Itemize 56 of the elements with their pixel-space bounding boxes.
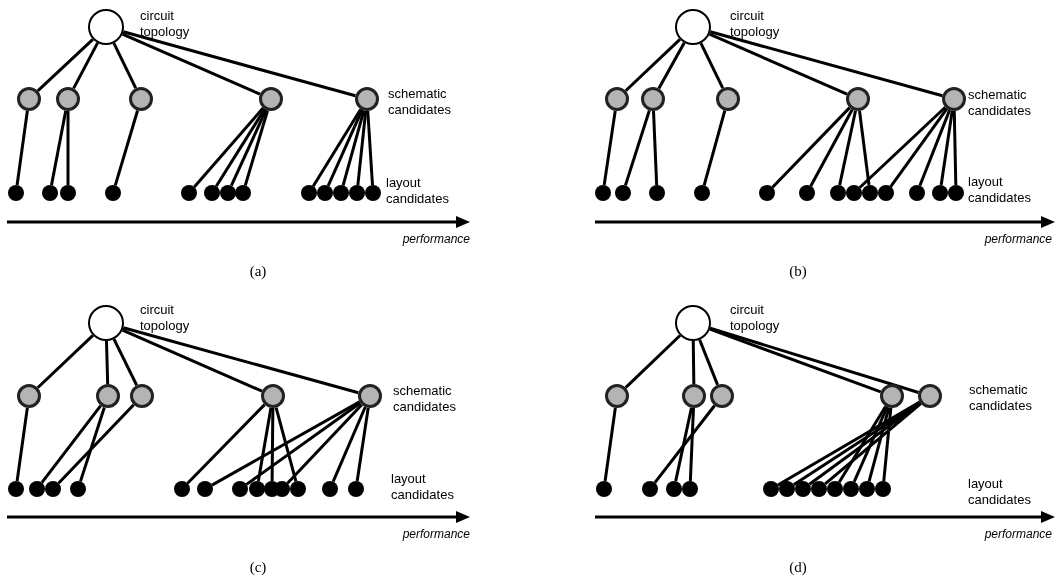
connector-line — [882, 407, 893, 482]
axis-label: performance — [983, 232, 1052, 247]
connector-line — [698, 339, 719, 386]
axis-label: performance — [983, 527, 1052, 542]
connector-line — [15, 110, 29, 186]
connector-line — [229, 109, 268, 187]
connector-line — [326, 109, 364, 187]
connector-line — [674, 407, 693, 482]
level-caption: layout candidates — [391, 471, 455, 503]
connector-line — [243, 110, 269, 186]
level-caption: circuit topology — [140, 302, 191, 334]
connector-line — [603, 407, 617, 482]
connector-line — [691, 340, 696, 385]
subfigure-label: (d) — [788, 558, 808, 576]
connector-line — [274, 407, 298, 482]
connector-line — [50, 110, 68, 186]
connector-line — [939, 110, 954, 186]
connector-line — [624, 109, 651, 186]
connector-line — [652, 110, 659, 186]
level-caption: layout candidates — [386, 175, 450, 207]
axis-label: performance — [401, 232, 470, 247]
connector-line — [653, 404, 716, 484]
connector-line — [331, 406, 367, 483]
connector-line — [366, 110, 374, 186]
level-caption: circuit topology — [730, 8, 781, 40]
connector-line — [838, 110, 857, 186]
connector-line — [341, 110, 366, 186]
level-caption: circuit topology — [730, 302, 781, 334]
connector-line — [852, 406, 889, 483]
connector-line — [105, 340, 110, 385]
connector-line — [270, 408, 275, 481]
connector-line — [867, 407, 891, 482]
connector-line — [79, 406, 106, 482]
subfigure-label: (c) — [248, 558, 268, 576]
level-caption: schematic candidates — [968, 87, 1032, 119]
level-caption: schematic candidates — [388, 86, 452, 118]
connector-line — [66, 111, 70, 185]
connector-line — [602, 110, 617, 186]
connector-line — [952, 110, 958, 186]
connector-line — [355, 407, 370, 482]
connector-line — [15, 407, 29, 482]
level-caption: layout candidates — [968, 476, 1032, 508]
subfigure-label: (a) — [248, 262, 268, 280]
connector-line — [256, 407, 273, 482]
level-caption: circuit topology — [140, 8, 191, 40]
connector-line — [688, 407, 695, 482]
level-caption: layout candidates — [968, 174, 1032, 206]
level-caption: schematic candidates — [969, 382, 1033, 414]
connector-line — [702, 110, 727, 186]
connector-line — [113, 110, 139, 186]
connector-line — [858, 110, 871, 186]
axis-label: performance — [401, 527, 470, 542]
connector-line — [918, 109, 951, 187]
connector-line — [356, 110, 368, 186]
level-caption: schematic candidates — [393, 383, 457, 415]
subfigure-label: (b) — [788, 262, 808, 280]
